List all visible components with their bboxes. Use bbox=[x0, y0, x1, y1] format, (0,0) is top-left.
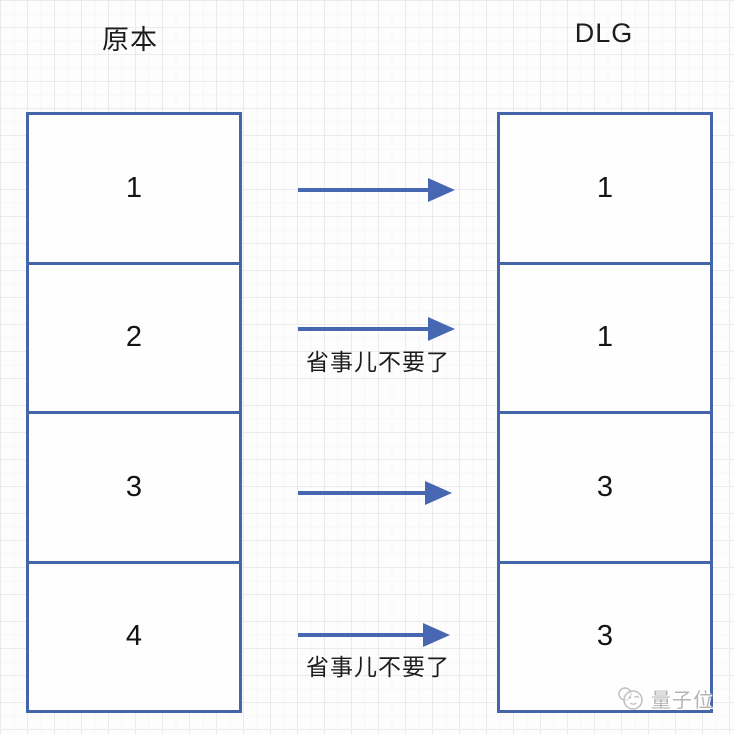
arrow-row-4-label: 省事儿不要了 bbox=[306, 654, 450, 680]
cell-value: 1 bbox=[596, 321, 614, 354]
original-cell-4: 4 bbox=[29, 560, 239, 711]
original-cell-2: 2 bbox=[29, 261, 239, 412]
right-arrow-icon bbox=[298, 623, 450, 647]
right-arrow-icon bbox=[298, 178, 455, 202]
arrow-row-2-label: 省事儿不要了 bbox=[306, 349, 450, 375]
right-column-title: DLG bbox=[574, 18, 634, 48]
left-column-title: 原本 bbox=[102, 25, 158, 55]
dlg-cell-1: 1 bbox=[500, 115, 710, 262]
right-arrow-icon bbox=[298, 481, 452, 505]
original-cell-3: 3 bbox=[29, 411, 239, 561]
arrow-row-3 bbox=[297, 478, 457, 508]
cell-value: 3 bbox=[596, 620, 614, 653]
cell-value: 1 bbox=[125, 171, 143, 204]
watermark-text: 量子位 bbox=[651, 689, 714, 712]
original-stack: 1 2 3 4 bbox=[26, 112, 242, 713]
cell-value: 3 bbox=[596, 470, 614, 503]
arrow-row-1 bbox=[297, 175, 457, 205]
arrow-row-4 bbox=[297, 620, 457, 650]
watermark: 量子位 bbox=[616, 682, 718, 714]
original-cell-1: 1 bbox=[29, 115, 239, 262]
cell-value: 4 bbox=[125, 620, 143, 653]
cell-value: 3 bbox=[125, 470, 143, 503]
dlg-cell-3: 3 bbox=[500, 411, 710, 561]
cell-value: 1 bbox=[596, 171, 614, 204]
dlg-cell-4: 3 bbox=[500, 560, 710, 711]
dlg-stack: 1 1 3 3 bbox=[497, 112, 713, 713]
right-arrow-icon bbox=[298, 317, 455, 341]
arrow-row-2 bbox=[297, 314, 457, 344]
qbitai-logo-icon bbox=[618, 687, 643, 710]
dlg-cell-2: 1 bbox=[500, 261, 710, 412]
cell-value: 2 bbox=[125, 321, 143, 354]
